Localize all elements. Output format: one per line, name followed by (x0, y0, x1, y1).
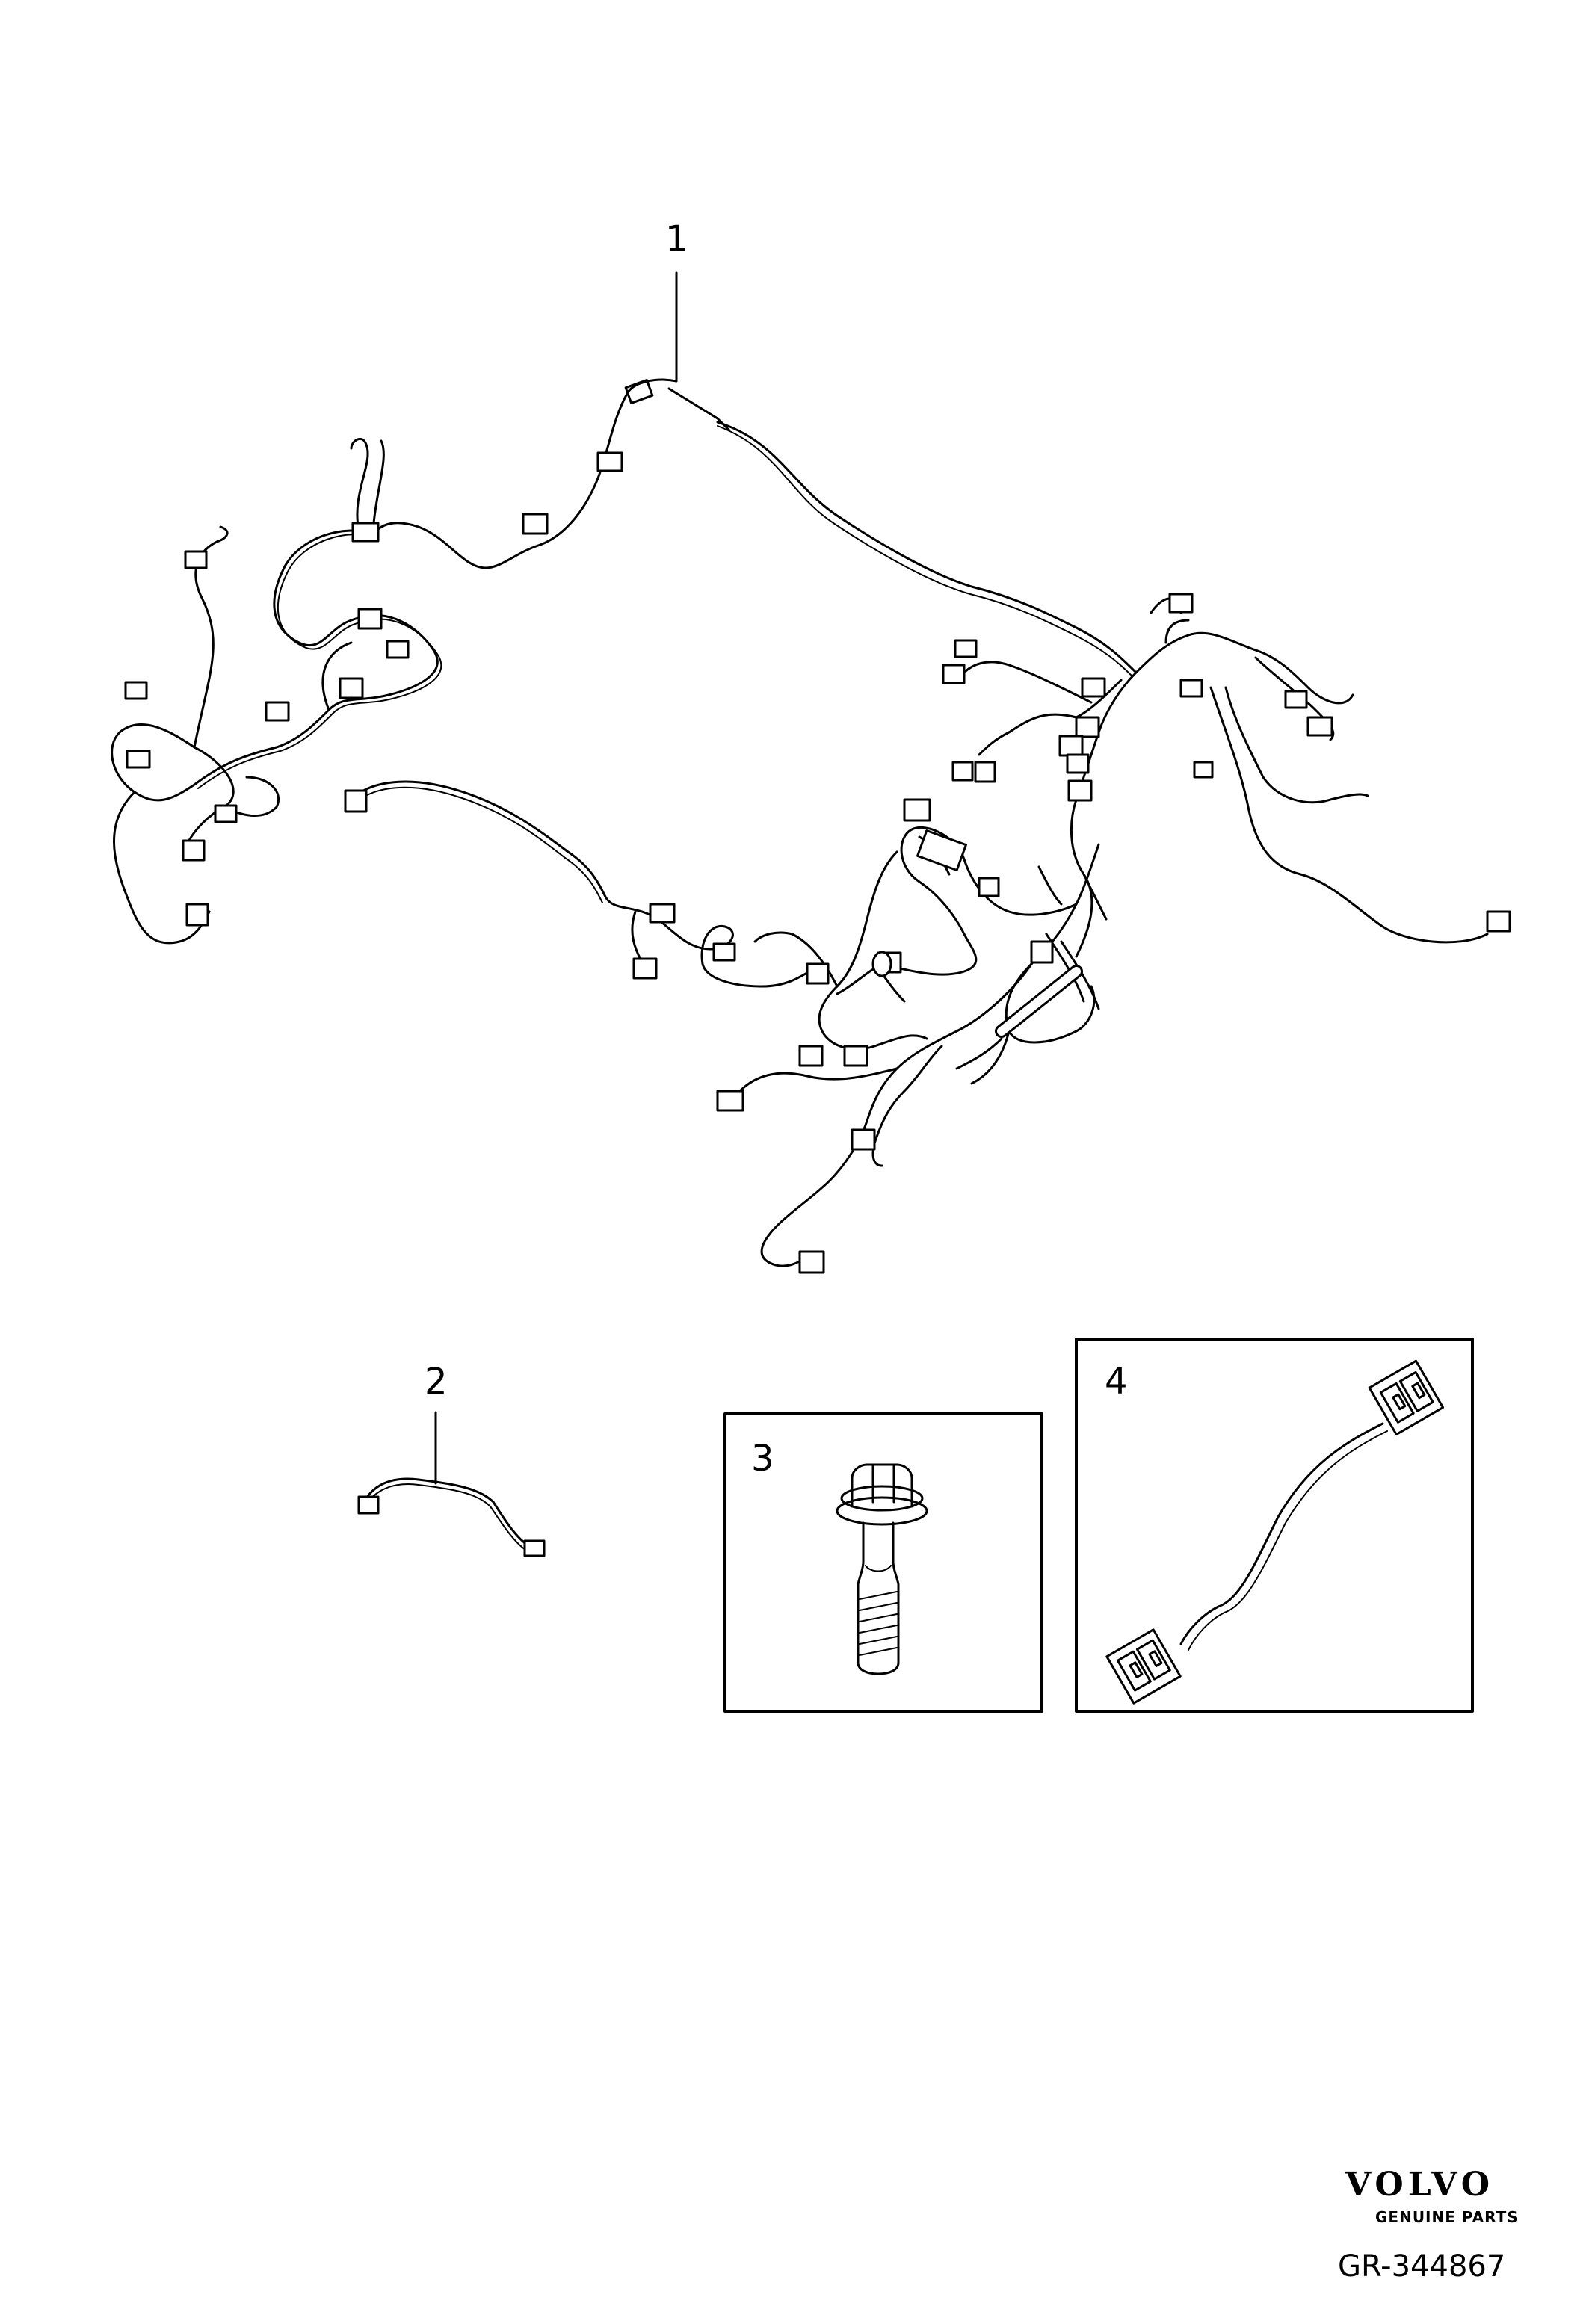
wiring-harness-main (111, 271, 1511, 1274)
part-3-frame (723, 1412, 1043, 1713)
harness-branch-left (111, 529, 439, 802)
harness-branch-middle (350, 780, 824, 988)
genuine-parts-label: GENUINE PARTS (1375, 2208, 1519, 2226)
callout-3: 3 (751, 1438, 774, 1480)
harness-branch-center (1005, 843, 1100, 1044)
harness-connectors-middle (344, 789, 736, 980)
callout-2: 2 (425, 1361, 448, 1403)
volvo-logo: VOLVO (1345, 2166, 1495, 2204)
harness-connectors-right (942, 593, 1511, 933)
harness-branch-right (1135, 631, 1354, 705)
harness-branch-top-left (372, 378, 678, 569)
document-number: GR-344867 (1338, 2249, 1506, 2284)
harness-connectors-center (716, 798, 1054, 1274)
bolt-part-3 (723, 1412, 1043, 1713)
callout-1: 1 (665, 218, 688, 260)
harness-connectors-left (124, 451, 623, 927)
adapter-cable-part-4 (1075, 1338, 1474, 1713)
harness-trunk (716, 421, 1138, 674)
wire-part-2 (357, 1411, 546, 1557)
callout-4: 4 (1105, 1361, 1128, 1403)
part-4-frame (1075, 1338, 1474, 1713)
